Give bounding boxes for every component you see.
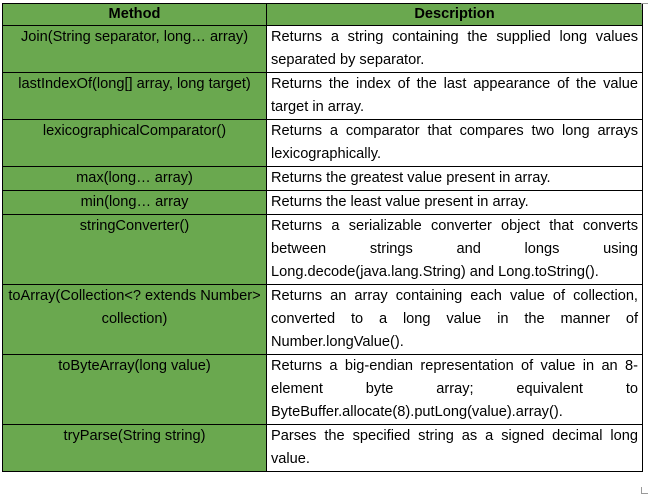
method-cell: stringConverter() <box>2 214 267 285</box>
description-cell: Returns the index of the last appearance… <box>266 72 643 120</box>
description-cell: Returns a big-endian representation of v… <box>266 354 643 425</box>
table-corner-mark-bottom <box>641 487 648 494</box>
table-row: lexicographicalComparator() Returns a co… <box>2 119 643 167</box>
method-cell: Join(String separator, long… array) <box>2 25 267 73</box>
method-cell: toByteArray(long value) <box>2 354 267 425</box>
method-cell: lexicographicalComparator() <box>2 119 267 167</box>
methods-table-container: Method Description Join(String separator… <box>2 3 643 472</box>
description-cell: Returns the least value present in array… <box>266 190 643 215</box>
method-cell: max(long… array) <box>2 166 267 191</box>
table-row: Join(String separator, long… array) Retu… <box>2 25 643 73</box>
methods-table: Method Description Join(String separator… <box>2 3 643 472</box>
method-cell: tryParse(String string) <box>2 424 267 472</box>
table-row: tryParse(String string) Parses the speci… <box>2 424 643 472</box>
table-row: toByteArray(long value) Returns a big-en… <box>2 354 643 425</box>
description-cell: Parses the specified string as a signed … <box>266 424 643 472</box>
description-cell: Returns a serializable converter object … <box>266 214 643 285</box>
description-cell: Returns a string containing the supplied… <box>266 25 643 73</box>
table-corner-mark-top <box>641 3 648 10</box>
description-cell: Returns a comparator that compares two l… <box>266 119 643 167</box>
description-cell: Returns the greatest value present in ar… <box>266 166 643 191</box>
method-cell: min(long… array <box>2 190 267 215</box>
header-method: Method <box>2 3 267 26</box>
table-row: max(long… array) Returns the greatest va… <box>2 166 643 191</box>
table-row: stringConverter() Returns a serializable… <box>2 214 643 285</box>
method-cell: lastIndexOf(long[] array, long target) <box>2 72 267 120</box>
header-description: Description <box>266 3 643 26</box>
description-cell: Returns an array containing each value o… <box>266 284 643 355</box>
table-row: lastIndexOf(long[] array, long target) R… <box>2 72 643 120</box>
header-row: Method Description <box>2 3 643 26</box>
table-row: toArray(Collection<? extends Number> col… <box>2 284 643 355</box>
table-row: min(long… array Returns the least value … <box>2 190 643 215</box>
method-cell: toArray(Collection<? extends Number> col… <box>2 284 267 355</box>
